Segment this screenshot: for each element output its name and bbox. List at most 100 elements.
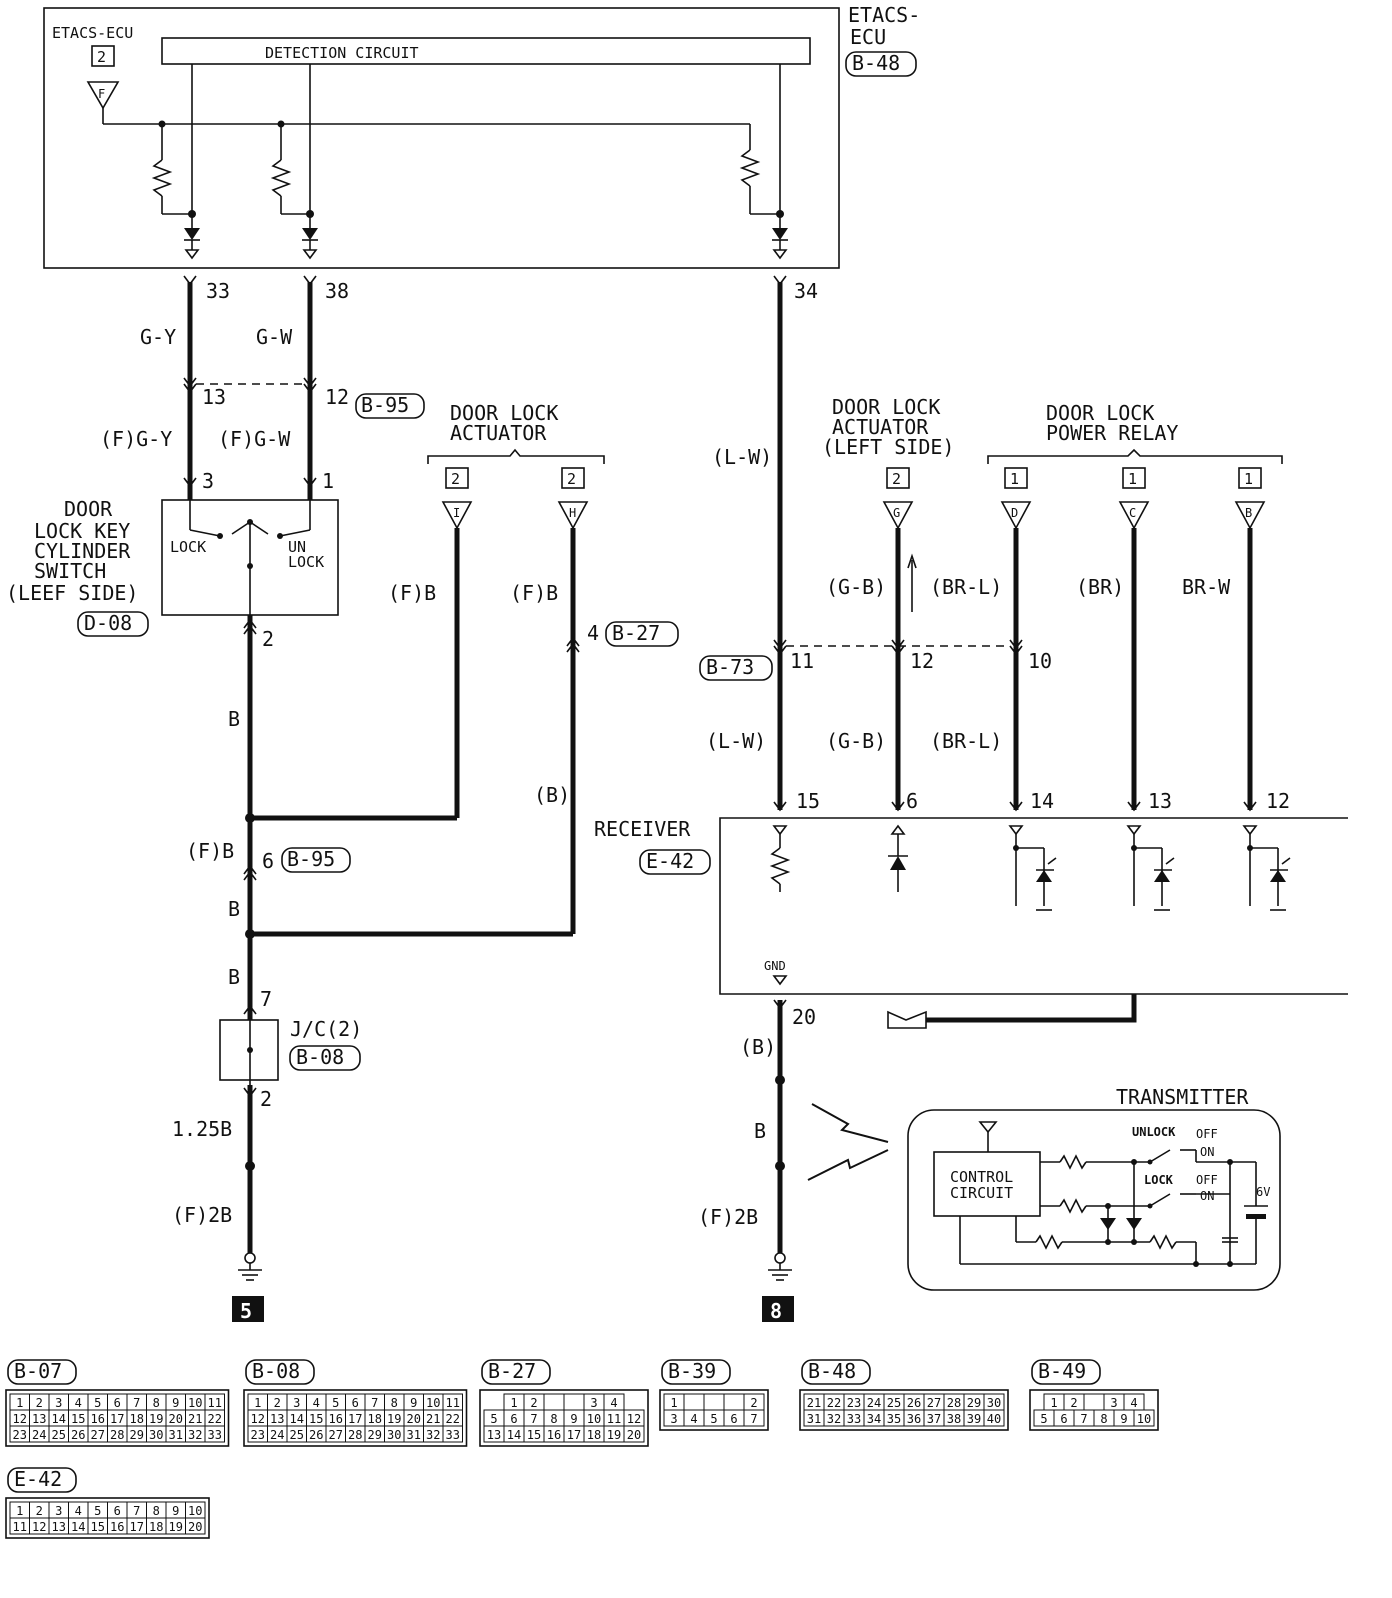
pinout-frame: [659, 1389, 769, 1431]
pinout-pin-number: 1: [510, 1396, 517, 1410]
wire-label-br: (BR): [1076, 575, 1124, 599]
e42-pill: [639, 849, 711, 875]
pinout-pin-number: 23: [13, 1428, 27, 1442]
connector-marks-left: [183, 275, 317, 488]
pinout-pin-number: 18: [130, 1412, 144, 1426]
pinout-pin-number: 4: [1130, 1396, 1137, 1410]
pin-6-recv: 6: [906, 789, 918, 813]
transmitter-circuit-fills: [1100, 1159, 1266, 1267]
pinout-pin-number: 26: [71, 1428, 85, 1442]
pinout-pin-number: 11: [208, 1396, 222, 1410]
ecu-pin-34: 34: [794, 279, 818, 303]
control-circuit-label-2: CIRCUIT: [950, 1184, 1013, 1202]
actuator-left-label-1: DOOR LOCK: [832, 395, 940, 419]
pin-20: 20: [792, 1005, 816, 1029]
pinout-pin-number: 5: [94, 1504, 101, 1518]
pinout-pin-number: 3: [55, 1504, 62, 1518]
pinout-pin-number: 22: [827, 1396, 841, 1410]
pinout-pin-number: 8: [1100, 1412, 1107, 1426]
pinout-cell: [983, 1409, 1005, 1427]
relay-num-d: [1004, 467, 1028, 489]
receiver-box: [719, 817, 1348, 995]
detection-circuit-box: [161, 37, 811, 65]
transmitter-off-1: OFF: [1196, 1127, 1218, 1141]
pin-2-switch: 2: [262, 627, 274, 651]
pinout-id-label: B-48: [808, 1359, 856, 1383]
pinout-pin-number: 11: [607, 1412, 621, 1426]
pinout-pin-number: 33: [847, 1412, 861, 1426]
pinout-id-pill: [661, 1359, 731, 1385]
ecu-internal-circuit: [102, 64, 781, 228]
pinout-pin-number: 7: [133, 1504, 140, 1518]
relay-terminal-b-text: B: [1245, 506, 1252, 520]
pinout-pin-number: 4: [75, 1396, 82, 1410]
pinout-pin-number: 20: [407, 1412, 421, 1426]
pinout-pin-number: 19: [387, 1412, 401, 1426]
pinout-pin-number: 25: [290, 1428, 304, 1442]
pinout-frame: [1029, 1389, 1159, 1431]
jc-label: J/C(2): [290, 1017, 362, 1041]
wire-label-fgy: (F)G-Y: [100, 427, 172, 451]
pinout-pin-number: 7: [371, 1396, 378, 1410]
pinout-cell: [1133, 1409, 1155, 1427]
actuator-num-1-text: 2: [451, 470, 460, 488]
pinout-pin-number: 17: [348, 1412, 362, 1426]
pinout-frame: [799, 1389, 1009, 1431]
pin-6-b95: 6: [262, 849, 274, 873]
pinout-pin-number: 9: [410, 1396, 417, 1410]
receiver-internal-fills: [890, 845, 1286, 882]
pinout-pin-number: 27: [927, 1396, 941, 1410]
transmitter-off-2: OFF: [1196, 1173, 1218, 1187]
pinout-pin-number: 19: [607, 1428, 621, 1442]
wire-label-gw: G-W: [256, 325, 293, 349]
pinout-pin-number: 3: [590, 1396, 597, 1410]
transmitter-antenna-icon: [978, 1121, 998, 1152]
pinout-pin-number: 3: [55, 1396, 62, 1410]
pinout-pin-number: 3: [1110, 1396, 1117, 1410]
key-switch-contact-l: [217, 533, 223, 539]
pinout-pin-number: 16: [547, 1428, 561, 1442]
b08-label: B-08: [296, 1045, 344, 1069]
pinout-pin-number: 2: [274, 1396, 281, 1410]
b73-pill: [699, 655, 773, 681]
pinout-pin-number: 5: [710, 1412, 717, 1426]
b95-pill-bottom: [281, 847, 351, 873]
wire-label-brl-2: (BR-L): [930, 729, 1002, 753]
pinout-cell: [442, 1425, 463, 1443]
ecu-box-number: [91, 45, 115, 67]
ecu-side-label-1: ETACS-: [848, 3, 920, 27]
pinout-pin-number: 31: [169, 1428, 183, 1442]
b08-pill: [289, 1045, 361, 1071]
junction-right-1: [775, 1075, 785, 1085]
junction-right-2: [775, 1161, 785, 1171]
pinout-cell: [1083, 1393, 1105, 1411]
pin-13: 13: [202, 385, 226, 409]
pinout-pin-number: 21: [426, 1412, 440, 1426]
pinout-pin-number: 33: [446, 1428, 460, 1442]
relay-terminal-d: [1000, 501, 1032, 530]
wire-label-gb-1: (G-B): [826, 575, 886, 599]
pinout-frame: [243, 1389, 468, 1447]
pinout-pin-number: 22: [208, 1412, 222, 1426]
relay-num-b-text: 1: [1244, 470, 1253, 488]
wire-label-b-1: B: [228, 707, 240, 731]
b27-label: B-27: [612, 621, 660, 645]
wire-label-b-right: B: [754, 1119, 766, 1143]
pinout-pin-number: 6: [352, 1396, 359, 1410]
pinout-pin-number: 27: [91, 1428, 105, 1442]
pinout-pin-number: 4: [75, 1504, 82, 1518]
pinout-pin-number: 39: [967, 1412, 981, 1426]
pinout-pin-number: 15: [309, 1412, 323, 1426]
wire-label-fb-2: (F)B: [510, 581, 558, 605]
wire-label-brl-1: (BR-L): [930, 575, 1002, 599]
pin-14: 14: [1030, 789, 1054, 813]
pinout-id-label: B-07: [14, 1359, 62, 1383]
relay-terminal-c-text: C: [1129, 506, 1136, 520]
wire-label-lw-2: (L-W): [706, 729, 766, 753]
pinout-pin-number: 2: [36, 1396, 43, 1410]
